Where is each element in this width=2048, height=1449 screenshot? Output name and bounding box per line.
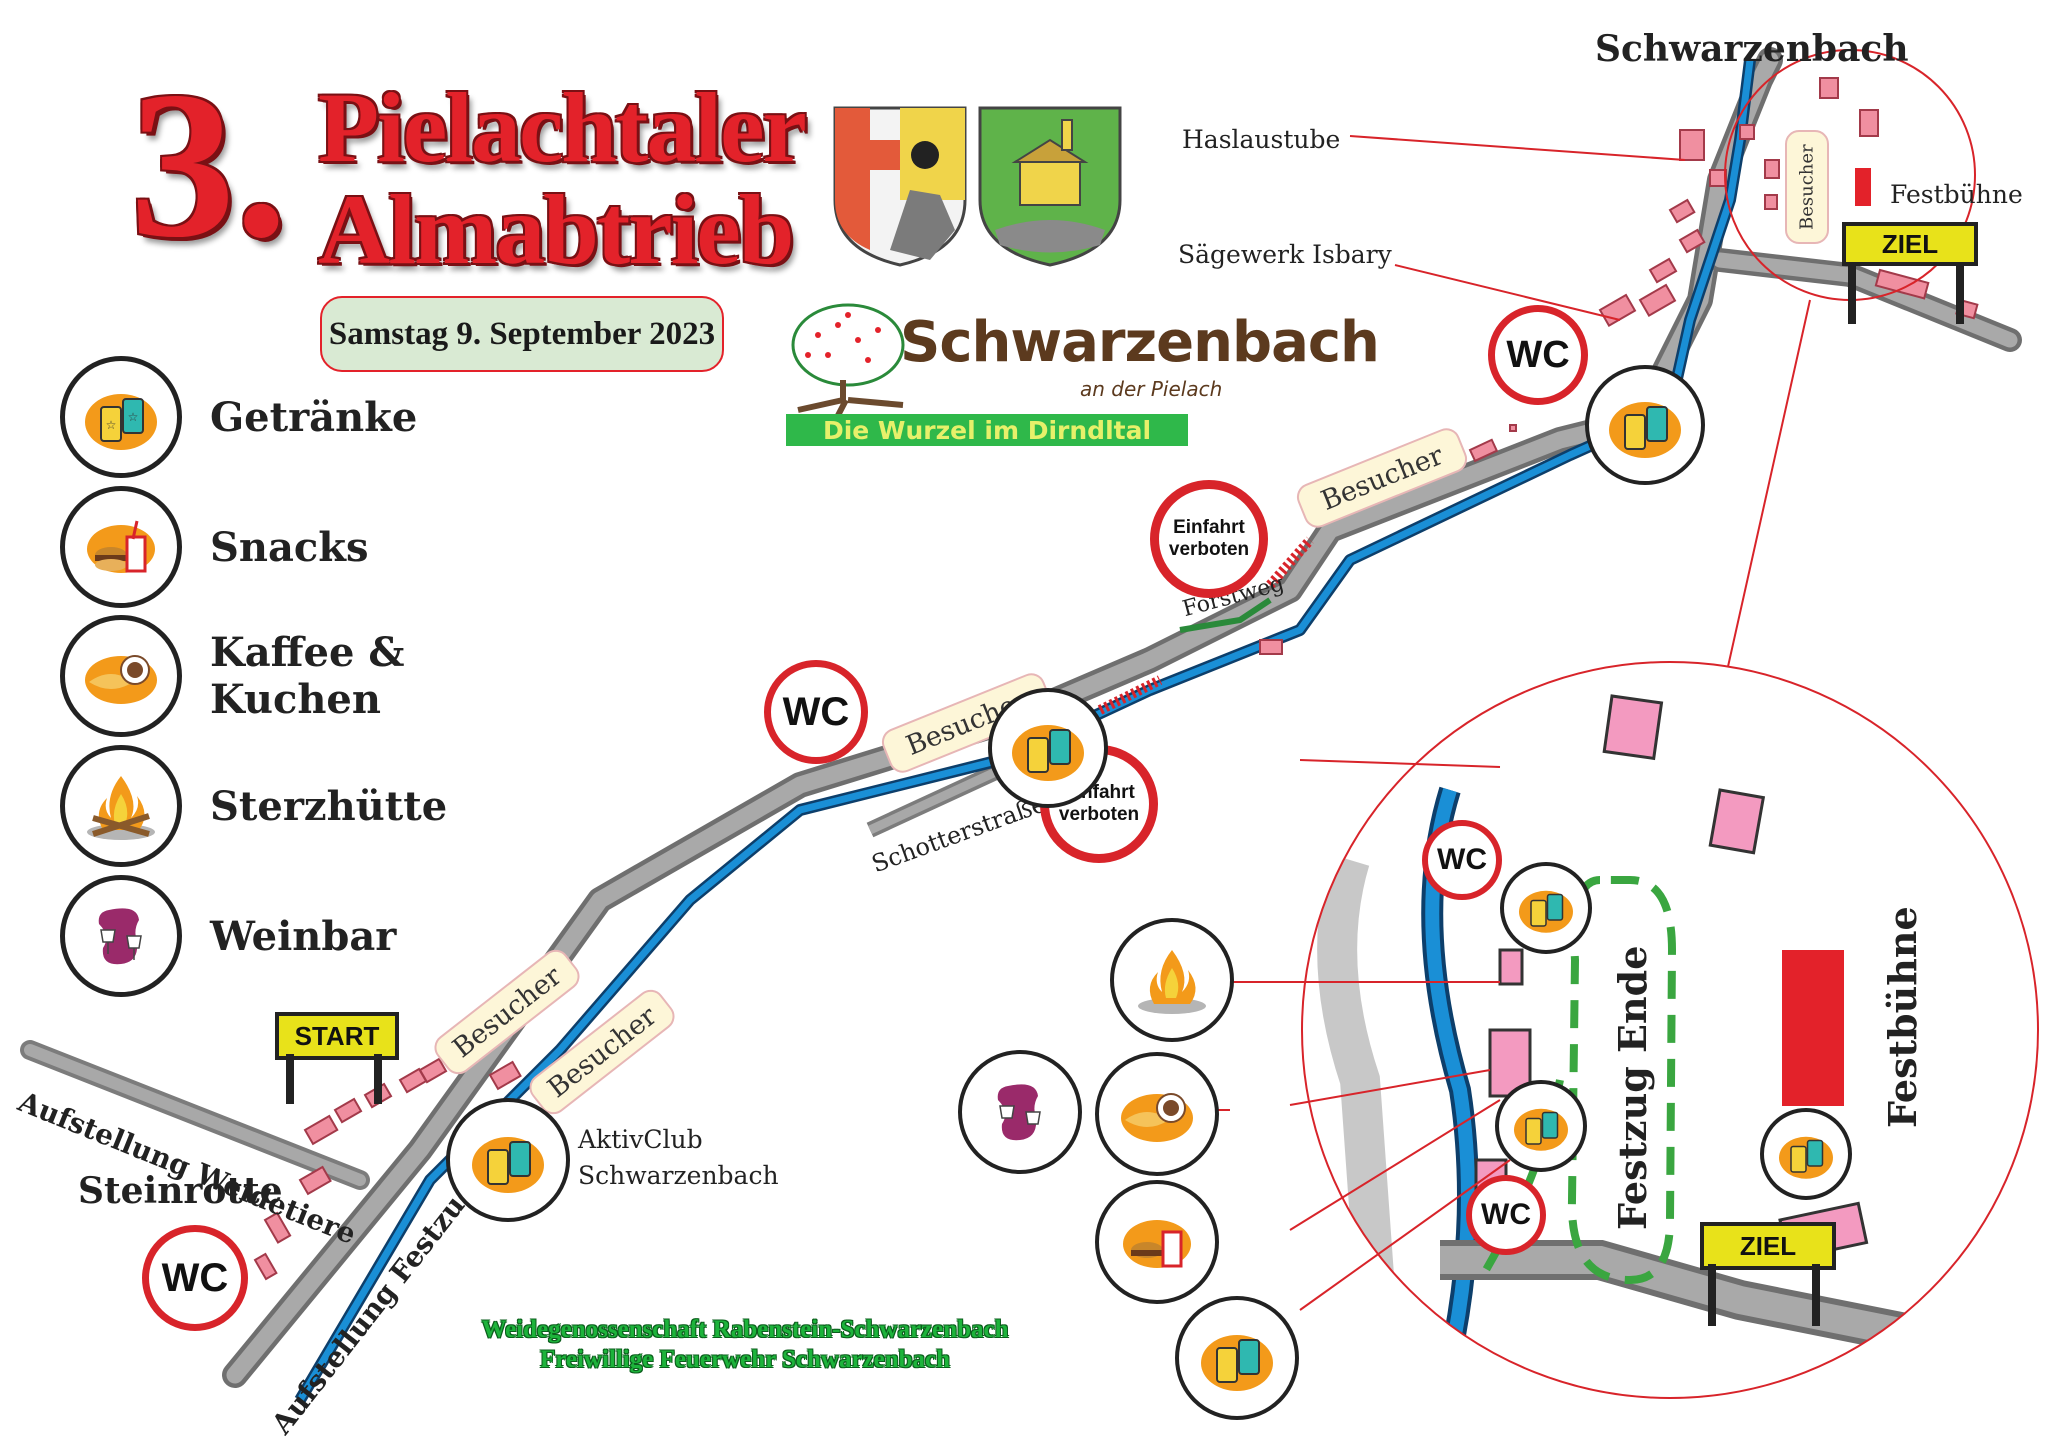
wc-marker: WC — [764, 660, 868, 764]
callout-kaffee — [1095, 1052, 1219, 1176]
drinks-icon — [1779, 1136, 1833, 1179]
wc-marker: WC — [1422, 820, 1502, 900]
callout-drinks — [1175, 1296, 1299, 1420]
sign-post — [1708, 1264, 1716, 1326]
legend-item-kaffee: Kaffee & Kuchen — [60, 615, 580, 737]
logo-title: Schwarzenbach — [900, 310, 1380, 375]
wine-icon — [997, 1084, 1041, 1141]
forstweg-path — [1179, 597, 1272, 633]
legend-item-snacks: Snacks — [60, 486, 580, 608]
wine-icon — [60, 875, 182, 997]
wc-marker: WC — [142, 1225, 248, 1331]
buildings — [253, 77, 1979, 1281]
logo-subtitle: an der Pielach — [1080, 377, 1223, 401]
campfire-icon — [60, 745, 182, 867]
steinrotte-label: Steinrotte — [78, 1170, 283, 1212]
campfire-icon — [1138, 950, 1206, 1014]
legend-label: Kaffee & Kuchen — [210, 629, 405, 723]
drinks-icon — [1012, 725, 1084, 781]
wc-marker: WC — [1466, 1175, 1546, 1255]
no-entry-line2: verboten — [1058, 804, 1140, 825]
footer-line-1: Weidegenossenschaft Rabenstein-Schwarzen… — [481, 1316, 1009, 1343]
date-badge: Samstag 9. September 2023 — [320, 296, 724, 372]
logo-slogan: Die Wurzel im Dirndltal — [786, 414, 1188, 446]
legend-item-getraenke: ☆☆ Getränke — [60, 356, 580, 478]
no-entry-sign: Einfahrt verboten — [1150, 480, 1268, 598]
besucher-parking: Besucher — [1785, 130, 1829, 244]
sign-post — [286, 1054, 294, 1104]
festbuehne-label: Festbühne — [1890, 180, 2023, 209]
footer-line-2: Freiwillige Feuerwehr Schwarzenbach — [539, 1346, 951, 1373]
drinks-icon — [1201, 1335, 1273, 1391]
legend-label: Weinbar — [210, 912, 397, 960]
snacks-icon — [60, 486, 182, 608]
legend-item-sterzhuette: Sterzhütte — [60, 745, 580, 867]
legend-item-weinbar: Weinbar — [60, 875, 580, 997]
drinks-icon — [1514, 1108, 1568, 1151]
ziel-sign-detail: ZIEL — [1700, 1222, 1836, 1270]
ziel-sign: ZIEL — [1842, 222, 1978, 266]
callout-sterzhuette — [1110, 918, 1234, 1042]
drinks-poi — [1585, 365, 1705, 485]
drinks-poi — [1500, 862, 1592, 954]
coat-of-arms-icon — [833, 106, 1122, 267]
sign-post — [1848, 262, 1856, 324]
legend-label: Getränke — [210, 393, 418, 441]
no-entry-line1: Einfahrt — [1173, 517, 1245, 538]
start-sign: START — [275, 1012, 399, 1060]
callout-weinbar — [958, 1050, 1082, 1174]
aktivclub-label-2: Schwarzenbach — [578, 1161, 779, 1190]
tree-logo-icon — [791, 303, 905, 427]
sign-post — [1812, 1264, 1820, 1326]
drinks-poi — [1760, 1108, 1852, 1200]
drinks-icon: ☆☆ — [60, 356, 182, 478]
legend-label: Snacks — [210, 523, 369, 571]
footer-organizers: Weidegenossenschaft Rabenstein-Schwarzen… — [440, 1315, 1050, 1375]
town-label: Schwarzenbach — [1595, 28, 1909, 70]
aktivclub-label-1: AktivClub — [578, 1125, 703, 1154]
wc-marker: WC — [1488, 305, 1588, 405]
title-line-2: Almabtrieb — [318, 174, 794, 285]
title-line-1: Pielachtaler — [318, 72, 807, 183]
sign-post — [1956, 262, 1964, 324]
edition-number: 3. — [130, 49, 288, 281]
no-entry-line2: verboten — [1168, 539, 1250, 560]
drinks-icon — [472, 1137, 544, 1193]
drinks-poi — [988, 688, 1108, 808]
drinks-icon — [1609, 402, 1681, 458]
svg-text:☆: ☆ — [128, 410, 139, 424]
coffee-cake-icon — [1121, 1093, 1193, 1142]
drinks-icon — [1519, 890, 1573, 933]
haslaustube-label: Haslaustube — [1182, 125, 1341, 154]
drinks-poi — [1495, 1080, 1587, 1172]
festbuehne-mini — [1855, 168, 1871, 206]
snacks-icon — [1123, 1220, 1191, 1268]
saegewerk-label: Sägewerk Isbary — [1178, 240, 1392, 269]
sign-post — [374, 1054, 382, 1104]
festbuehne-detail-label: Festbühne — [1880, 906, 1925, 1128]
legend-label: Sterzhütte — [210, 782, 448, 830]
callout-snacks — [1095, 1180, 1219, 1304]
festzug-ende-label: Festzug Ende — [1610, 945, 1655, 1230]
svg-text:☆: ☆ — [106, 418, 117, 432]
drinks-poi-aktivclub — [446, 1098, 570, 1222]
coffee-cake-icon — [60, 615, 182, 737]
